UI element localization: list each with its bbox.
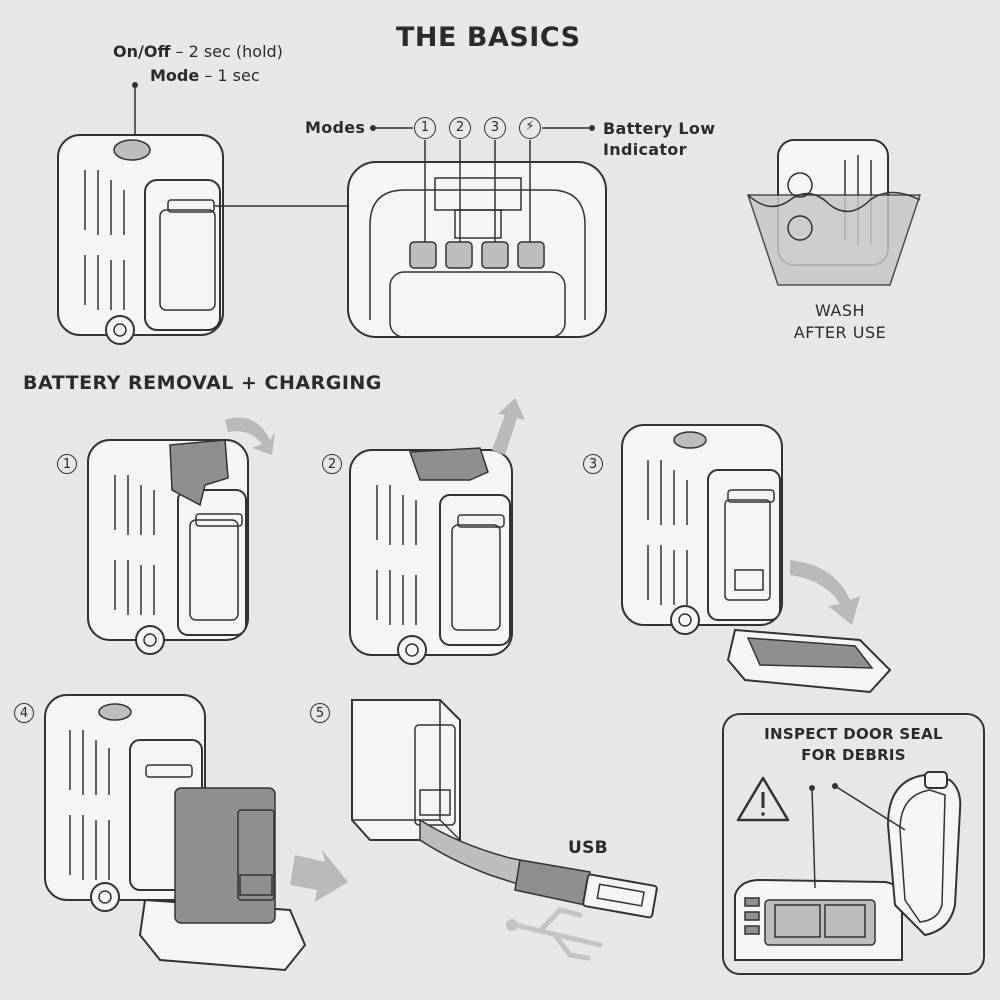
wash-caption: WASH AFTER USE [765, 300, 915, 344]
step-3-illustration [621, 424, 892, 694]
step-1-number: 1 [57, 454, 77, 474]
step-2-illustration [349, 398, 525, 665]
mode-panel [347, 125, 607, 338]
inspect-illustration [734, 771, 962, 961]
usb-label: USB [568, 838, 608, 858]
lightning-bolt-icon: ⚡ [519, 117, 541, 139]
battery-section-title: BATTERY REMOVAL + CHARGING [23, 372, 382, 394]
inspect-box [722, 713, 985, 975]
onoff-instruction: On/Off – 2 sec (hold) [113, 42, 283, 61]
wash-line2: AFTER USE [793, 323, 887, 342]
wash-line1: WASH [814, 301, 866, 320]
step-5-illustration [351, 699, 658, 961]
step-2-number: 2 [322, 454, 342, 474]
step-4-number: 4 [14, 703, 34, 723]
step-1-illustration [87, 417, 275, 655]
battery-low-line1: Battery Low [603, 119, 716, 138]
inspect-line2: FOR DEBRIS [801, 746, 906, 764]
mode-instruction: Mode – 1 sec [150, 66, 260, 85]
onoff-label: On/Off [113, 42, 171, 61]
step-3-number: 3 [583, 454, 603, 474]
onoff-value: – 2 sec (hold) [170, 42, 283, 61]
battery-low-label: Battery Low Indicator [603, 118, 715, 160]
mode-label: Mode [150, 66, 200, 85]
step-5-number: 5 [310, 703, 330, 723]
usb-trident-icon [512, 907, 603, 961]
step-4-illustration [44, 694, 348, 972]
mode-1-indicator: 1 [414, 117, 436, 139]
wash-illustration [746, 139, 922, 286]
modes-label: Modes [305, 118, 366, 137]
device-main [57, 82, 350, 345]
page-title: THE BASICS [396, 22, 581, 53]
mode-2-indicator: 2 [449, 117, 471, 139]
warning-triangle-icon [736, 776, 790, 822]
inspect-line1: INSPECT DOOR SEAL [764, 725, 943, 743]
mode-value: – 1 sec [199, 66, 260, 85]
inspect-title: INSPECT DOOR SEAL FOR DEBRIS [722, 724, 985, 766]
mode-3-indicator: 3 [484, 117, 506, 139]
battery-low-line2: Indicator [603, 140, 687, 159]
